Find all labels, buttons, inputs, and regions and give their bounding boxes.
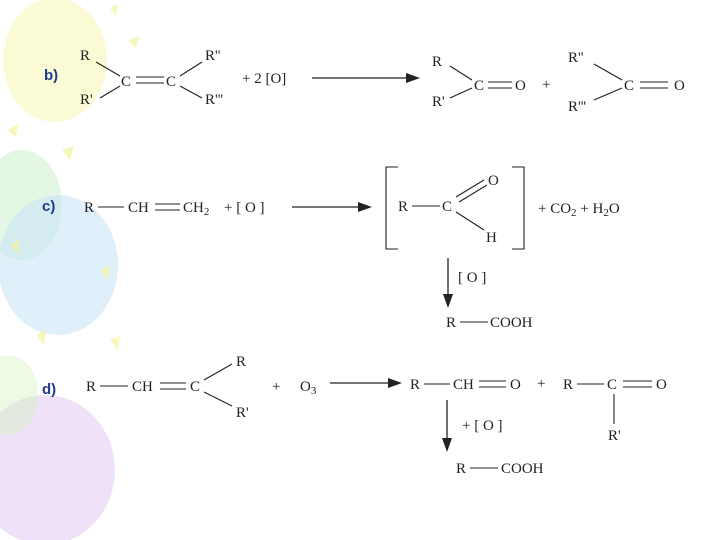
- d-reagent-plus: +: [272, 379, 280, 395]
- d-p2-o: O: [656, 377, 667, 393]
- d-ox: + [ O ]: [462, 418, 503, 434]
- b-p-plus: +: [542, 77, 550, 93]
- c-r: R: [84, 200, 94, 216]
- label-b: b): [44, 67, 58, 84]
- b-r3: R''': [205, 92, 223, 108]
- b-p-o1: O: [515, 78, 526, 94]
- c-byproducts: + CO2 + H2O: [538, 201, 620, 219]
- b-p-r2: R'': [568, 50, 584, 66]
- b-p-c2: C: [624, 78, 634, 94]
- c-int-double-a: [455, 179, 485, 198]
- d-p2-r1: R': [608, 428, 621, 444]
- confetti-7: [110, 336, 120, 350]
- c-bracket-left: [385, 166, 398, 250]
- d-down-arrow-head: [442, 438, 452, 452]
- balloon-yellow-top: [3, 0, 107, 122]
- c-reagent: + [ O ]: [224, 200, 265, 216]
- d-r: R: [86, 379, 96, 395]
- confetti-2: [128, 36, 140, 48]
- b-bond-r1-c: [99, 85, 121, 99]
- b-r1: R': [80, 92, 93, 108]
- c-down-arrow-head: [443, 294, 453, 308]
- b-bond-r-c: [95, 61, 121, 77]
- b-p-bond-r: [449, 65, 473, 81]
- b-p-r3: R''': [568, 99, 586, 115]
- b-reagent: + 2 [O]: [242, 71, 286, 87]
- confetti-3: [8, 124, 18, 138]
- d-p1-r: R: [410, 377, 420, 393]
- b-c1: C: [121, 74, 131, 90]
- d-bond-c-rtop: [203, 363, 233, 381]
- d-ch: CH: [132, 379, 153, 395]
- c-ch2: CH2: [183, 200, 209, 218]
- d-p1-ch: CH: [453, 377, 474, 393]
- reaction-c: R CH CH2 + [ O ] R C O H + CO2 + H2O [ O…: [84, 166, 620, 331]
- b-p-r1: R': [432, 94, 445, 110]
- d-plus: +: [537, 376, 545, 392]
- d-bond-c-rbot: [203, 391, 233, 407]
- c-int-r: R: [398, 199, 408, 215]
- confetti-5: [100, 266, 110, 280]
- c-int-o: O: [488, 173, 499, 189]
- b-p-bond-r1: [449, 87, 473, 99]
- d-r-bot: R': [236, 405, 249, 421]
- c-arrow-head: [358, 202, 372, 212]
- b-r2: R'': [205, 48, 221, 64]
- label-c: c): [42, 198, 55, 215]
- b-bond-c-r2: [179, 61, 203, 77]
- d-p2-r: R: [563, 377, 573, 393]
- b-p-r: R: [432, 54, 442, 70]
- c-int-double-b: [458, 184, 488, 203]
- reaction-b: R R' C C R'' R''' + 2 [O] R R' C O + R''…: [80, 48, 685, 115]
- reaction-d: R CH C R R' + O3 R CH O + R C O R' + [ O…: [86, 354, 667, 477]
- d-c: C: [190, 379, 200, 395]
- d-p2-c: C: [607, 377, 617, 393]
- b-arrow-head: [406, 73, 420, 83]
- c-ox: [ O ]: [458, 270, 486, 286]
- b-p-bond-r3: [593, 87, 623, 101]
- balloon-blue: [0, 195, 118, 335]
- balloon-green-low: [0, 355, 38, 435]
- c-bracket-right: [512, 166, 525, 250]
- d-prod-cooh: COOH: [501, 461, 544, 477]
- b-p-bond-r2: [593, 63, 623, 81]
- d-reagent-ozone: O3: [300, 379, 317, 397]
- c-prod-r: R: [446, 315, 456, 331]
- b-bond-c-r3: [179, 85, 203, 99]
- confetti-6: [36, 330, 46, 346]
- balloon-purple: [0, 395, 115, 540]
- confetti-1: [110, 4, 118, 16]
- b-p-o2: O: [674, 78, 685, 94]
- d-prod-r: R: [456, 461, 466, 477]
- d-arrow-head: [388, 378, 402, 388]
- c-int-bond-c-h: [455, 211, 485, 231]
- b-c2: C: [166, 74, 176, 90]
- c-ch: CH: [128, 200, 149, 216]
- confetti-8: [10, 240, 20, 254]
- b-r: R: [80, 48, 90, 64]
- b-p-c1: C: [474, 78, 484, 94]
- d-p1-o: O: [510, 377, 521, 393]
- confetti-4: [62, 146, 74, 160]
- c-int-h: H: [486, 230, 497, 246]
- d-r-top: R: [236, 354, 246, 370]
- c-int-c: C: [442, 199, 452, 215]
- label-d: d): [42, 381, 56, 398]
- c-prod-cooh: COOH: [490, 315, 533, 331]
